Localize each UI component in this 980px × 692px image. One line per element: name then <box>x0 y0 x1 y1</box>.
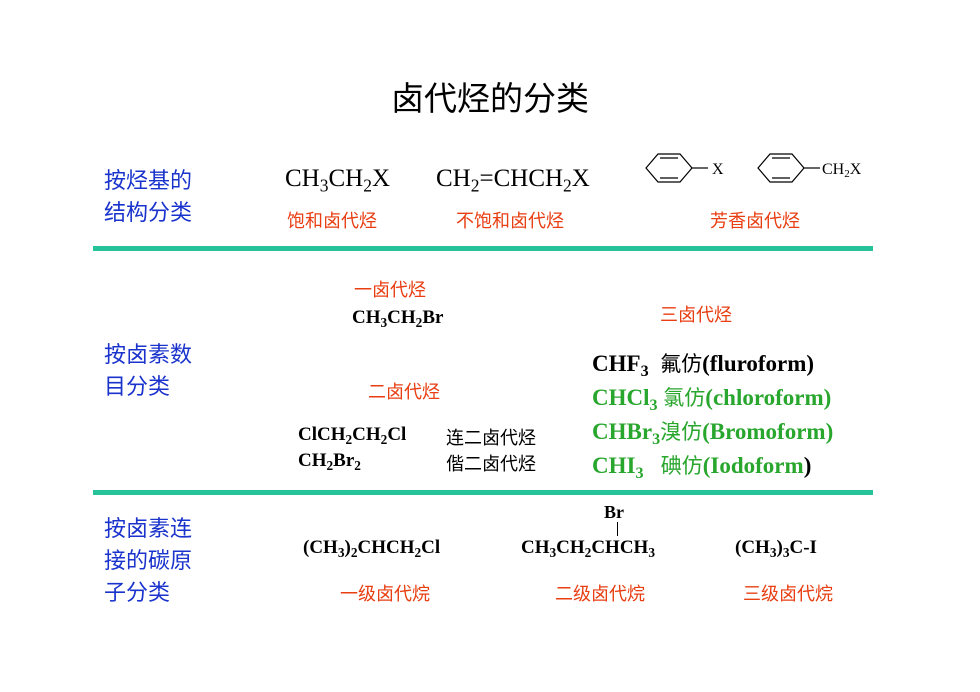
category-structure: 按烃基的 结构分类 <box>104 166 192 230</box>
haloform-iodoform: CHI3 碘仿(Iodoform) <box>592 453 812 482</box>
label-vicinal: 连二卤代烃 <box>446 428 536 449</box>
category-halogen-count-line2: 目分类 <box>104 375 171 400</box>
formula-geminal: CH2Br2 <box>298 450 361 473</box>
formula-ethyl-bromide: CH3CH2Br <box>352 307 444 330</box>
formula-secondary: CH3CH2CHCH3 <box>521 537 655 560</box>
category-halogen-count: 按卤素数 目分类 <box>104 340 192 404</box>
label-primary: 一级卤代烷 <box>340 584 430 605</box>
divider-2 <box>93 490 873 495</box>
category-halogen-count-line1: 按卤素数 <box>104 343 193 368</box>
label-trihalide: 三卤代烃 <box>660 305 732 326</box>
category-carbon-type-line1: 按卤素连 <box>104 517 193 542</box>
label-secondary: 二级卤代烷 <box>555 584 645 605</box>
formula-vicinal: ClCH2CH2Cl <box>298 424 407 447</box>
benzene-ring-1-icon <box>645 153 708 183</box>
formula-tertiary: (CH3)3C-I <box>735 537 817 560</box>
label-aromatic: 芳香卤代烃 <box>710 211 800 232</box>
label-geminal: 偕二卤代烃 <box>446 454 536 475</box>
label-unsaturated: 不饱和卤代烃 <box>456 211 564 232</box>
haloform-fluoroform: CHF3 氟仿(fluroform) <box>592 351 815 380</box>
benzene-structures: X CH2X <box>645 153 862 183</box>
secondary-bromine: Br <box>604 502 624 522</box>
category-structure-line1: 按烃基的 <box>104 169 193 194</box>
label-saturated: 饱和卤代烃 <box>287 211 377 232</box>
benzene-sub-ch2x: CH2X <box>822 161 862 180</box>
haloform-bromoform: CHBr3溴仿(Bromoform) <box>592 419 834 448</box>
formula-allyl-halide: CH2=CHCH2X <box>436 165 590 196</box>
benzene-ring-2-icon <box>757 153 820 183</box>
formula-ethyl-halide: CH3CH2X <box>285 165 391 196</box>
formula-primary: (CH3)2CHCH2Cl <box>303 537 441 560</box>
divider-1 <box>93 246 873 251</box>
label-dihalide: 二卤代烃 <box>368 382 440 403</box>
label-monohalide: 一卤代烃 <box>354 280 426 301</box>
category-structure-line2: 结构分类 <box>104 201 193 226</box>
page-title: 卤代烃的分类 <box>391 79 589 118</box>
category-carbon-type: 按卤素连 接的碳原 子分类 <box>104 514 192 610</box>
haloform-chloroform: CHCl3 氯仿(chloroform) <box>592 385 832 414</box>
label-tertiary: 三级卤代烷 <box>743 584 833 605</box>
benzene-sub-x: X <box>712 161 724 178</box>
secondary-bond-line <box>617 522 618 536</box>
category-carbon-type-line2: 接的碳原 <box>104 549 193 574</box>
category-carbon-type-line3: 子分类 <box>104 581 171 606</box>
